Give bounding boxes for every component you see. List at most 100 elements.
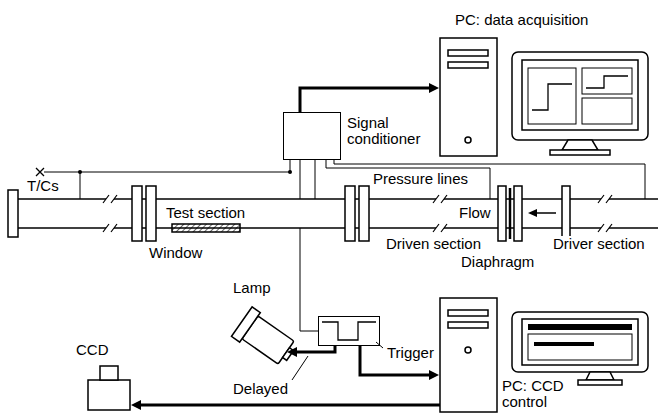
part-label: Test section [165,205,246,221]
sensor-wire [315,160,316,199]
computer-icon [440,38,648,156]
power-button [465,137,471,143]
junction-dot [78,170,82,174]
pulse-symbol [322,322,376,340]
junction-dots [78,170,292,174]
title-bar [528,324,632,330]
monitor [512,52,648,140]
junction-dot [288,170,292,174]
screen-panel [528,68,576,124]
gap [436,194,444,204]
flow-arrow [528,209,556,217]
part-label: T/Cs [26,178,60,194]
drive-slot [448,310,488,316]
wires [36,160,645,380]
screen-panel [582,98,632,124]
node-label: Trigger [387,345,434,361]
flow-shaft [536,212,556,214]
node-label: CCD [76,342,109,358]
sensor-wire [300,160,301,199]
slash [433,195,447,232]
break-marks [103,194,612,233]
part-label: Driven section [385,236,482,252]
thermocouple-wire [334,160,645,199]
node-label: Lamp [233,280,271,296]
diaphragm [509,188,512,239]
gap [106,194,114,204]
step-trace [532,84,572,110]
ccd-camera-symbol [88,366,130,410]
camera-body [88,380,130,410]
flange [359,186,369,241]
gap [436,223,444,233]
shock-tube [8,186,658,241]
gap [601,194,609,204]
ccd-camera: CCD [72,342,130,412]
part-label: Driver section [552,236,646,252]
tower [440,298,497,412]
image-bar [534,342,594,346]
part-label: Window [148,245,203,261]
signal-conditioner-box: Signal conditioner [283,112,341,160]
monitor-base [578,380,622,385]
break-mark [433,194,447,233]
flow-head [528,209,537,217]
thermocouple-mark [36,168,44,176]
drive-slot [448,322,488,328]
slash [598,195,612,232]
lamp: Lamp [215,280,286,368]
computer: PC: data acquisition [440,12,650,162]
part-label: Flow [458,205,492,221]
gap [601,223,609,233]
trigger-wire [300,228,318,331]
window-frame [528,334,632,360]
monitor-stand [562,140,598,150]
pressure-wire [326,160,490,199]
trigger-box: Trigger [318,316,380,346]
computer-icon [440,298,648,412]
power-button [465,347,471,353]
drive-slot [448,62,488,68]
part-label: Delayed [232,381,289,397]
break-mark [103,194,117,233]
screen-panel [582,68,632,94]
part-label: Diaphragm [460,254,535,270]
signal-arrow [136,404,440,407]
lamp-lens [231,307,260,342]
thermocouple-wire [80,172,81,199]
break-mark [598,194,612,233]
flange [132,186,142,241]
tower [440,38,497,156]
leader-line [292,356,308,380]
monitor [512,312,648,372]
node-label: PC: data acquisition [455,12,588,28]
computer: PC: CCD control [440,298,650,414]
flange [514,186,522,241]
end-cap [8,190,18,237]
flange [498,186,506,241]
node-label: Signal conditioner [347,115,429,147]
lamp-rear [283,348,294,361]
screen [522,60,638,130]
flange [562,186,570,241]
node-label: PC: CCD control [502,378,582,410]
slash [103,195,117,232]
gap [106,223,114,233]
flange [345,186,355,241]
flange [146,186,156,241]
screen [522,319,638,365]
thermocouple-wire [44,160,290,172]
signal-arrow [300,88,434,112]
signal-arrow [360,346,434,375]
monitor-stand [586,372,614,380]
signal-arrow [292,346,335,352]
window [172,224,240,232]
part-label: Pressure lines [372,171,469,187]
lamp-symbol [231,307,300,370]
drive-slot [448,50,488,56]
step-trace [586,76,628,88]
monitor-base [550,150,610,155]
camera-lens [100,366,118,380]
